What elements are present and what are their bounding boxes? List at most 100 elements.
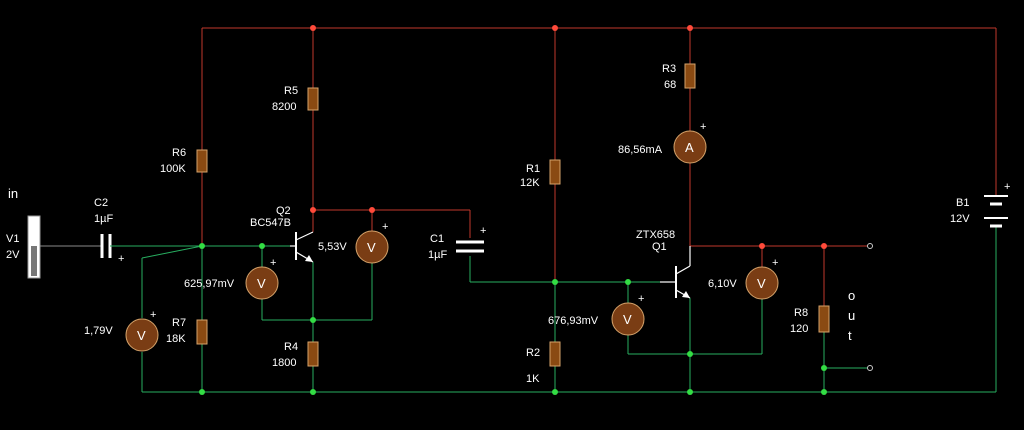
output-terminal-bottom [867,365,873,371]
c1-value: 1µF [428,249,447,261]
c2-value: 1µF [94,213,113,225]
r2-resistor [549,341,561,367]
node [821,243,827,249]
svg-text:V: V [623,312,632,327]
r1-value: 12K [520,177,540,189]
node [199,389,205,395]
r2-name: R2 [526,347,540,359]
svg-text:+: + [270,257,276,269]
r4-name: R4 [284,341,298,353]
svg-text:+: + [638,293,644,305]
r8-name: R8 [794,307,808,319]
supply-rail [201,27,997,306]
r4-resistor [307,341,319,367]
r7-resistor [196,319,208,345]
svg-text:+: + [700,121,706,133]
q2-transistor[interactable] [290,231,314,263]
q2-model: BC547B [250,217,291,229]
reading-q2-ce: 5,53V [318,241,347,253]
meters[interactable]: V + V + V + A + V + V + [125,121,779,352]
svg-text:u: u [848,308,855,323]
r1-resistor [549,159,561,185]
svg-text:V: V [757,276,766,291]
q1-name: Q1 [652,241,667,253]
r4-value: 1800 [272,357,296,369]
node [821,389,827,395]
b1-value: 12V [950,213,970,225]
node [310,25,316,31]
node [199,243,205,249]
in-label: in [8,186,18,201]
voltmeter-q2-ce: V + [355,221,389,264]
svg-text:V: V [257,276,266,291]
voltmeter-input: V + [125,309,159,352]
svg-text:+: + [150,309,156,321]
node [310,317,316,323]
resistor-labels: R6 100K R7 18K R5 8200 R4 1800 R1 12K R2… [160,63,808,385]
c1-name: C1 [430,233,444,245]
node [687,389,693,395]
c1-capacitor[interactable]: C1 1µF + [428,225,486,261]
q2-name: Q2 [276,205,291,217]
r7-name: R7 [172,317,186,329]
v1-source[interactable]: in V1 2V [6,186,41,279]
v1-name: V1 [6,233,19,245]
c1-plus: + [480,225,486,237]
ground-rail [120,226,997,393]
r3-name: R3 [662,63,676,75]
r5-resistor [307,87,319,111]
r6-resistor [196,149,208,173]
svg-text:o: o [848,288,855,303]
node [552,389,558,395]
node [759,243,765,249]
r5-value: 8200 [272,101,296,113]
node [310,389,316,395]
c2-name: C2 [94,197,108,209]
svg-text:+: + [382,221,388,233]
node [552,279,558,285]
nodes-red [310,25,827,249]
reading-q1-base: 676,93mV [548,315,599,327]
r8-resistor [818,305,830,333]
node [552,25,558,31]
r6-value: 100K [160,163,186,175]
r1-name: R1 [526,163,540,175]
node [687,25,693,31]
voltmeter-q2-base: V + [245,257,279,300]
nodes-green [199,243,827,395]
output-terminals[interactable] [867,243,873,371]
b1-name: B1 [956,197,969,209]
c2-capacitor[interactable]: C2 1µF + [94,197,124,265]
r2-value: 1K [526,373,540,385]
node [687,351,693,357]
reading-q2-base: 625,97mV [184,278,235,290]
svg-text:t: t [848,328,852,343]
r3-value: 68 [664,79,676,91]
b1-battery[interactable] [984,195,1008,228]
svg-text:V: V [137,328,146,343]
svg-text:+: + [772,257,778,269]
node [310,207,316,213]
out-label: o u t [848,288,855,343]
output-terminal-top [867,243,873,249]
node [625,279,631,285]
r3-resistor [684,63,696,89]
voltmeter-q1-ce: V + [745,257,779,300]
meter-readings: 1,79V 625,97mV 5,53V 86,56mA 676,93mV 6,… [84,144,737,337]
node [821,365,827,371]
r5-name: R5 [284,85,298,97]
q1-transistor[interactable] [660,246,691,299]
svg-text:V: V [367,240,376,255]
reading-q1-collector: 86,56mA [618,144,663,156]
v1-value: 2V [6,249,20,261]
reading-input: 1,79V [84,325,113,337]
resistors[interactable] [196,63,830,367]
r6-name: R6 [172,147,186,159]
svg-text:A: A [685,140,694,155]
c2-plus: + [118,253,124,265]
q1-model: ZTX658 [636,229,675,241]
reading-q1-ce: 6,10V [708,278,737,290]
r7-value: 18K [166,333,186,345]
r8-value: 120 [790,323,808,335]
